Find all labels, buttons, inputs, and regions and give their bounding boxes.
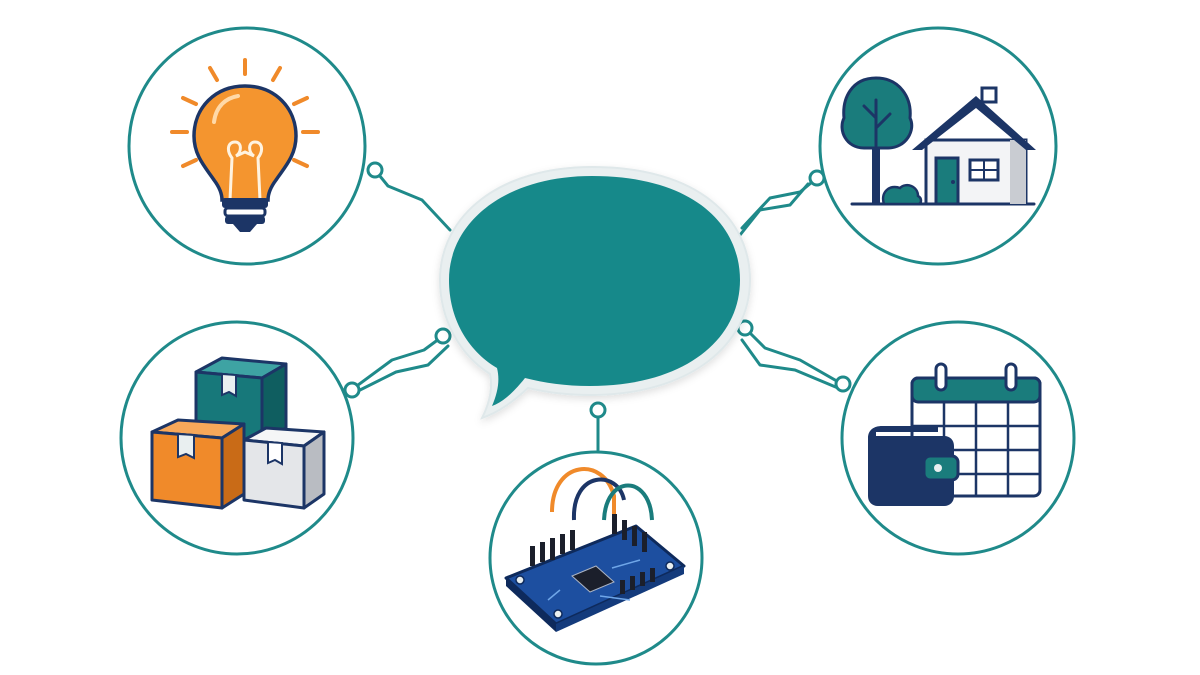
node-hardware xyxy=(488,450,704,666)
node-idea xyxy=(127,26,367,266)
connector-node-dot xyxy=(343,381,361,399)
lightbulb-icon xyxy=(170,58,320,232)
node-home xyxy=(818,26,1058,266)
connector-idea xyxy=(366,161,452,232)
connector-node-dot xyxy=(366,161,384,179)
circuit-board-icon xyxy=(504,467,686,632)
connector-hardware xyxy=(589,401,607,452)
stacked-boxes-icon xyxy=(150,356,326,510)
connector-finance xyxy=(736,319,852,393)
connector-inventory xyxy=(343,327,452,399)
node-finance xyxy=(840,320,1076,556)
wallet-and-calendar-icon xyxy=(868,362,1042,506)
center-speech-bubble xyxy=(438,165,752,420)
connector-home xyxy=(738,169,826,237)
connector-node-dot xyxy=(434,327,452,345)
node-inventory xyxy=(119,320,355,556)
house-with-tree-icon xyxy=(840,76,1036,206)
connector-node-dot xyxy=(834,375,852,393)
connector-node-dot xyxy=(589,401,607,419)
